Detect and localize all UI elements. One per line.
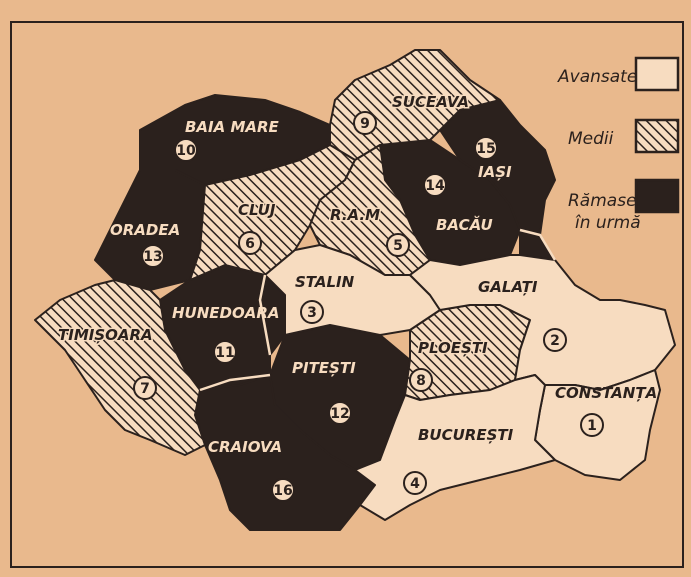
legend-label-medii: Medii — [568, 129, 614, 149]
region-number-badge-6 — [238, 231, 262, 255]
region-timisoara — [34, 279, 206, 456]
region-number-badge-5 — [386, 233, 410, 257]
region-number-badge-12 — [328, 401, 352, 425]
region-number-badge-11 — [213, 340, 237, 364]
region-number-badge-3 — [300, 300, 324, 324]
region-name-galați: GALAȚI — [478, 278, 538, 296]
region-name-bucurești: BUCUREȘTI — [418, 426, 514, 444]
region-number-badge-4 — [403, 471, 427, 495]
legend-label-ramase-line2: în urmă — [575, 213, 641, 233]
region-number-badge-8 — [409, 368, 433, 392]
region-number-badge-7 — [133, 376, 157, 400]
legend: Avansate Medii Rămase în urmă — [557, 56, 680, 233]
region-name-bacău: BACĂU — [436, 215, 493, 234]
region-name-baia-mare: BAIA MARE — [185, 118, 280, 136]
region-number-13: 13 — [143, 249, 162, 265]
region-name-stalin: STALIN — [295, 273, 355, 291]
region-number-badge-9 — [353, 111, 377, 135]
region-name-iași: IAȘI — [478, 163, 512, 181]
region-number-15: 15 — [476, 141, 495, 157]
region-number-10: 10 — [176, 143, 196, 159]
region-name-timișoara: TIMIȘOARA — [58, 326, 153, 344]
region-number-2: 2 — [550, 333, 560, 349]
region-number-6: 6 — [245, 236, 255, 252]
region-number-8: 8 — [416, 373, 426, 389]
region-number-3: 3 — [307, 305, 317, 321]
region-number-12: 12 — [330, 406, 349, 422]
legend-swatch-dark — [634, 178, 680, 214]
legend-swatch-white — [634, 56, 680, 92]
region-number-badge-2 — [543, 328, 567, 352]
legend-label-avansate: Avansate — [557, 67, 637, 87]
region-number-5: 5 — [393, 238, 403, 254]
region-name-hunedoara: HUNEDOARA — [172, 304, 280, 322]
region-number-7: 7 — [140, 381, 150, 397]
region-number-16: 16 — [273, 483, 292, 499]
region-name-ploești: PLOEȘTI — [418, 339, 488, 357]
legend-label-ramase-line1: Rămase — [568, 191, 637, 211]
region-name-craiova: CRAIOVA — [208, 438, 282, 456]
region-name-suceava: SUCEAVA — [392, 93, 469, 111]
region-number-badge-15 — [474, 136, 498, 160]
region-name-cluj: CLUJ — [238, 201, 276, 219]
region-number-9: 9 — [360, 116, 370, 132]
region-name-oradea: ORADEA — [110, 221, 180, 239]
region-number-1: 1 — [587, 418, 597, 434]
region-number-badge-16 — [271, 478, 295, 502]
region-number-badge-1 — [580, 413, 604, 437]
region-number-4: 4 — [410, 476, 420, 492]
region-number-badge-14 — [423, 173, 447, 197]
region-number-badge-13 — [141, 244, 165, 268]
map-frame — [10, 21, 684, 568]
region-number-badge-10 — [174, 138, 198, 162]
region-number-14: 14 — [425, 178, 445, 194]
region-name-constanța: CONSTANȚA — [555, 384, 657, 402]
legend-swatch-hatch — [634, 118, 680, 154]
region-number-11: 11 — [215, 345, 234, 361]
region-name-pitești: PITEȘTI — [292, 359, 356, 377]
region-name-r-a-m: R.A.M — [330, 206, 380, 224]
